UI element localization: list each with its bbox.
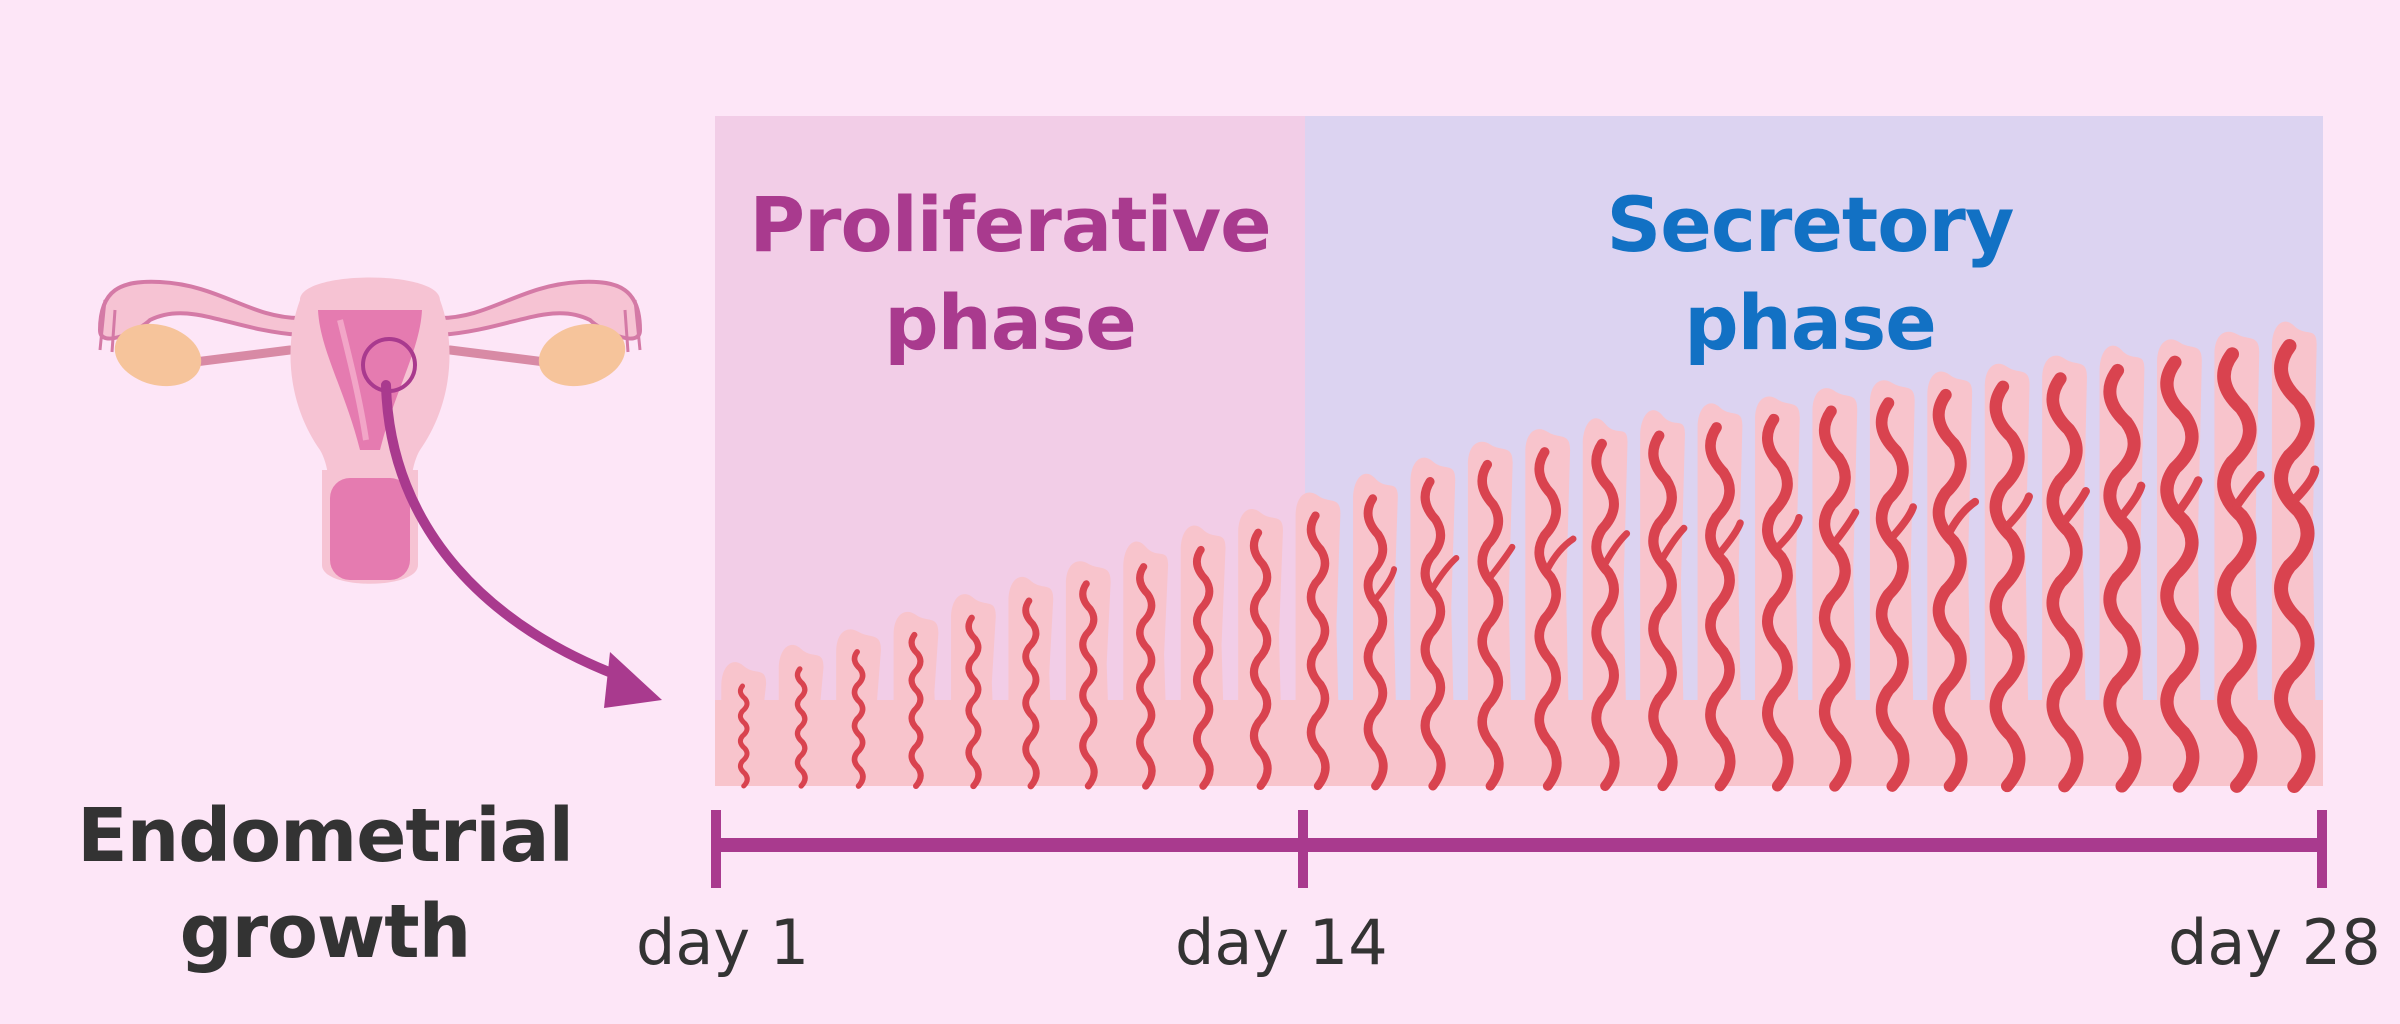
endometrial-label-line2: growth: [179, 889, 472, 975]
blood-vessel-branch: [1716, 519, 1744, 557]
endometrium-column: [1180, 525, 1226, 786]
blood-vessel-branch: [2117, 481, 2146, 521]
curved-arrow-shaft: [381, 380, 635, 685]
endometrium-column: [1065, 561, 1111, 786]
secretory-title-line2: phase: [1684, 278, 1937, 367]
blood-vessel: [1420, 477, 1446, 791]
day-label-middle: day 14: [1175, 906, 1388, 979]
blood-vessel: [908, 631, 924, 789]
endometrium-column: [1238, 509, 1283, 786]
endometrium-column: [1295, 492, 1341, 786]
endometrium-layer: [715, 321, 2323, 793]
blood-vessel: [1249, 528, 1272, 790]
endometrium-column: [951, 594, 996, 786]
blood-vessel-branch: [1601, 530, 1631, 567]
endometrial-label-line1: Endometrial: [77, 793, 574, 879]
blood-vessel: [1193, 545, 1214, 790]
blood-vessel-branch: [1945, 497, 1980, 536]
ovary-left: [114, 323, 202, 387]
timeline-bar: [712, 838, 2326, 852]
blood-vessel: [1079, 580, 1098, 790]
ligament-right: [445, 345, 550, 367]
uterus-illustration: [97, 277, 643, 584]
ligament-left: [190, 345, 295, 367]
blood-vessel: [1306, 511, 1330, 791]
blood-vessel-branch: [1888, 503, 1917, 541]
blood-vessel: [1591, 438, 1620, 791]
curved-arrow-head: [604, 652, 662, 708]
timeline: [711, 810, 2327, 888]
blood-vessel-branch: [1831, 508, 1860, 547]
blood-vessel: [1136, 563, 1156, 790]
blood-vessel: [2274, 339, 2316, 793]
endometrium-column: [1008, 576, 1054, 786]
curved-arrow: [381, 380, 662, 708]
blood-vessel: [1534, 447, 1562, 791]
blood-vessel: [965, 614, 982, 790]
blood-vessel-branch: [1773, 514, 1803, 552]
blood-vessel-branch: [1487, 543, 1516, 581]
blood-vessel: [794, 666, 808, 789]
endometrium-column: [893, 611, 939, 786]
blood-vessel-branch: [2003, 492, 2033, 531]
tube-fimbria-right: [623, 299, 642, 353]
blood-vessel: [1648, 430, 1678, 792]
secretory-phase-title: Secretory phase: [1500, 176, 2120, 372]
uterus-canal: [330, 478, 410, 580]
proliferative-title-line1: Proliferative: [749, 180, 1271, 269]
blood-vessel: [1932, 388, 1968, 792]
proliferative-title-line2: phase: [884, 278, 1137, 367]
blood-vessel-branch: [2232, 470, 2265, 510]
tube-fimbria-left: [98, 299, 117, 353]
blood-vessel: [1477, 459, 1504, 791]
cavity-highlight: [337, 319, 369, 441]
blood-vessel: [1989, 380, 2026, 793]
blood-vessel: [737, 683, 750, 789]
blood-vessel-branch: [1544, 535, 1577, 573]
blood-vessel: [851, 649, 866, 789]
blood-vessel: [2046, 372, 2084, 793]
fallopian-tube-right: [438, 279, 643, 341]
endometrium-column: [1123, 541, 1169, 786]
blood-vessel-branch: [1372, 566, 1398, 603]
endometrium-column: [836, 629, 881, 786]
timeline-tick-middle: [1298, 810, 1308, 888]
timeline-tick-start: [711, 810, 721, 888]
fallopian-tube-left: [97, 279, 302, 341]
blood-vessel: [1363, 494, 1388, 791]
endometrial-growth-label: Endometrial growth: [70, 788, 580, 980]
endometrium-column: [1353, 473, 1398, 786]
blood-vessel-branch: [1429, 554, 1460, 592]
blood-vessel-branch: [2060, 487, 2090, 526]
blood-vessel: [2160, 355, 2200, 793]
blood-vessel: [1818, 405, 1852, 792]
proliferative-phase-title: Proliferative phase: [715, 176, 1305, 372]
blood-vessel: [1705, 422, 1736, 792]
blood-vessel: [2103, 363, 2142, 793]
blood-vessel-branch: [2175, 476, 2203, 515]
timeline-tick-end: [2317, 810, 2327, 888]
day-label-end: day 28: [2168, 906, 2381, 979]
ovary-right: [538, 323, 626, 387]
blood-vessel-branch: [2289, 465, 2320, 505]
blood-vessel-branch: [1659, 524, 1688, 562]
blood-vessel: [1762, 413, 1794, 792]
blood-vessel: [2217, 347, 2258, 793]
blood-vessel: [1022, 597, 1040, 790]
day-label-start: day 1: [636, 906, 810, 979]
blood-vessel: [1875, 397, 1910, 792]
secretory-title-line1: Secretory: [1606, 180, 2015, 269]
